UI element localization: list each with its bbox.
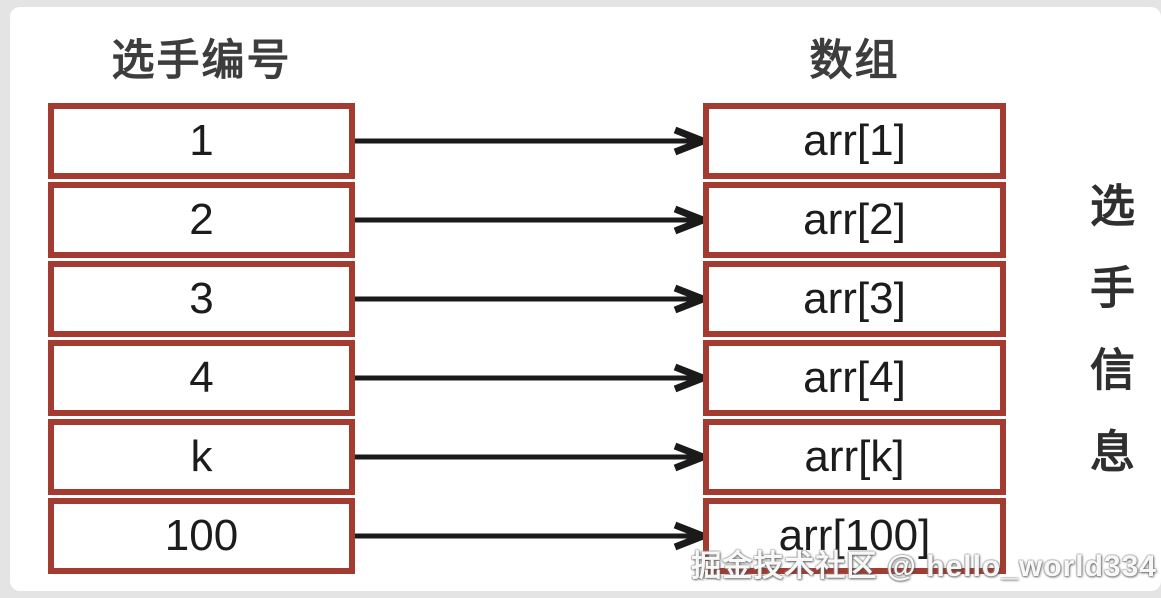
player-number-cell: 100 xyxy=(48,498,355,574)
array-cell: arr[3] xyxy=(703,261,1006,337)
mapping-arrow-icon xyxy=(355,126,711,156)
array-cell: arr[2] xyxy=(703,182,1006,258)
mapping-arrow-icon xyxy=(355,521,711,551)
array-cell: arr[k] xyxy=(703,419,1006,495)
right-column-title: 数组 xyxy=(809,37,900,85)
player-number-cell: 2 xyxy=(48,182,355,258)
player-number-table: 1 2 3 4 k 100 xyxy=(48,103,355,574)
player-number-cell: 1 xyxy=(48,103,355,179)
mapping-arrow-icon xyxy=(355,442,711,472)
player-number-cell: 3 xyxy=(48,261,355,337)
array-cell: arr[100] xyxy=(703,498,1006,574)
mapping-arrow-icon xyxy=(355,205,711,235)
side-label-player-info: 选手信息 xyxy=(1083,182,1134,510)
mapping-arrow-icon xyxy=(355,284,711,314)
player-number-cell: k xyxy=(48,419,355,495)
mapping-arrow-icon xyxy=(355,363,711,393)
array-cell: arr[1] xyxy=(703,103,1006,179)
array-cell: arr[4] xyxy=(703,340,1006,416)
player-number-cell: 4 xyxy=(48,340,355,416)
array-table: arr[1] arr[2] arr[3] arr[4] arr[k] arr[1… xyxy=(703,103,1006,574)
left-column-title: 选手编号 xyxy=(111,37,292,85)
watermark-text: 掘金技术社区 @ hello_world334 xyxy=(691,550,1157,583)
diagram-card: 选手编号 数组 1 2 3 4 k 100 xyxy=(10,7,1161,591)
